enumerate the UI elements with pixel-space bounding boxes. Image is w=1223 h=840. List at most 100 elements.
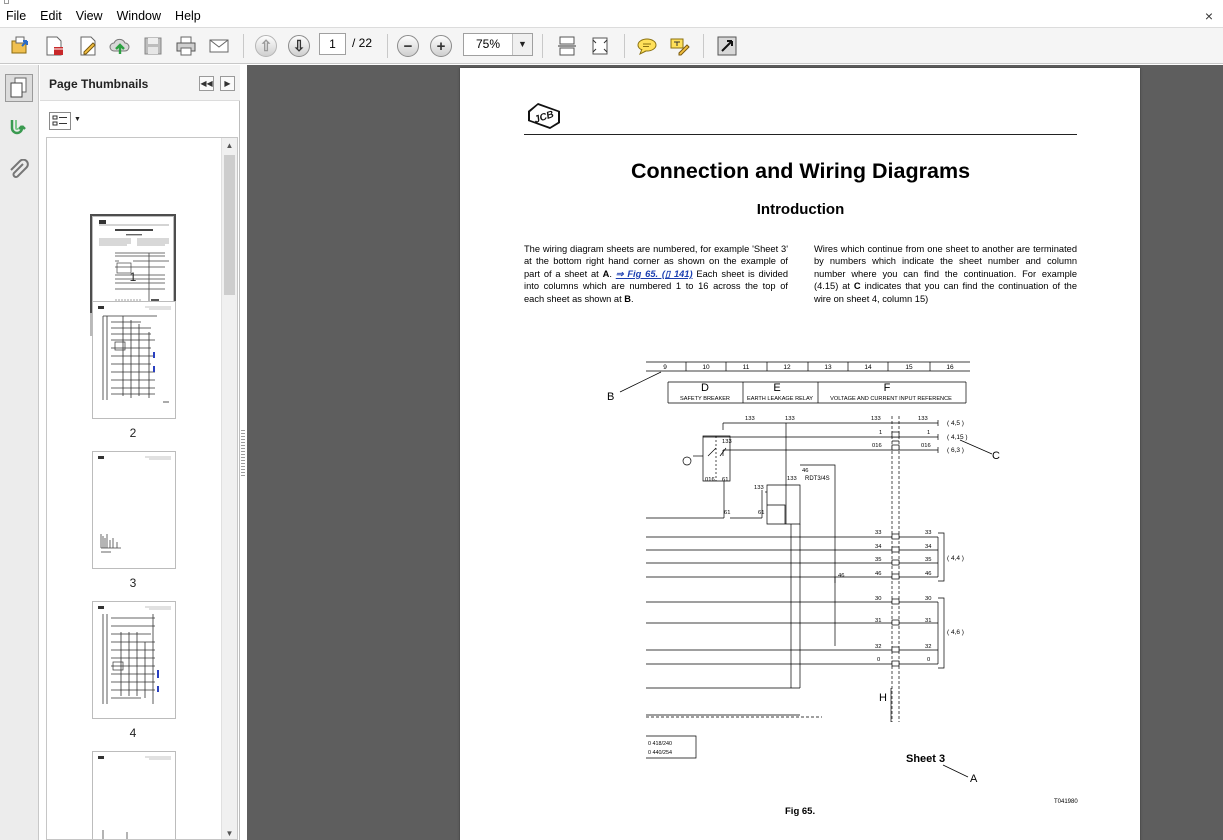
wire-number: 016 bbox=[705, 477, 715, 483]
wire-number: 61 bbox=[722, 477, 728, 483]
callout-c: C bbox=[992, 450, 1000, 462]
thumbnail-list[interactable]: 1 2 3 bbox=[46, 137, 238, 840]
toolbar: ⇧ ⇩ − + bbox=[0, 27, 1223, 64]
wire-number: 31 bbox=[925, 618, 931, 624]
sheet-reference: ( 4,4 ) bbox=[947, 555, 964, 562]
thumbnail-label-3: 3 bbox=[129, 576, 137, 590]
options-caret-icon[interactable]: ▼ bbox=[74, 116, 81, 123]
wire-number: 0 bbox=[877, 657, 880, 663]
section-name: SAFETY BREAKER bbox=[680, 396, 730, 402]
options-list-icon bbox=[52, 115, 67, 126]
attachments-icon[interactable] bbox=[5, 157, 33, 185]
scroll-mode-icon[interactable] bbox=[555, 34, 579, 58]
column-label: 11 bbox=[743, 364, 750, 371]
column-label: 15 bbox=[905, 364, 913, 371]
zoom-out-icon[interactable]: − bbox=[396, 34, 420, 58]
figure-link[interactable]: ⇒ Fig 65. (▯ 141) bbox=[615, 268, 693, 279]
menu-help[interactable]: Help bbox=[175, 9, 201, 23]
bookmarks-icon[interactable] bbox=[5, 114, 33, 142]
para-left-text-a: The wiring diagram sheets are numbered, … bbox=[524, 244, 788, 279]
callout-h: H bbox=[879, 692, 887, 704]
document-title: Connection and Wiring Diagrams bbox=[630, 159, 971, 183]
wire-number: 1 bbox=[879, 430, 882, 436]
thumbnail-page-2[interactable] bbox=[92, 301, 176, 419]
thumbnail-page-1[interactable] bbox=[90, 214, 176, 313]
previous-page-icon[interactable]: ⇧ bbox=[254, 34, 278, 58]
create-pdf-icon[interactable] bbox=[42, 34, 66, 58]
para-right-text-c: indicates that you can find the continua… bbox=[814, 281, 1077, 304]
upload-icon[interactable] bbox=[108, 34, 132, 58]
wire-number: 33 bbox=[925, 530, 931, 536]
scroll-up-icon[interactable]: ▲ bbox=[225, 141, 234, 150]
menu-window[interactable]: Window bbox=[116, 9, 162, 23]
wire-number: 133 bbox=[785, 416, 795, 422]
relay-label: RDT3/4S bbox=[805, 476, 830, 482]
save-icon[interactable] bbox=[141, 34, 165, 58]
menu-view[interactable]: View bbox=[75, 9, 103, 23]
collapse-panel-icon[interactable]: ◀◀ bbox=[199, 76, 214, 91]
page-thumbnails-icon[interactable] bbox=[5, 74, 33, 102]
page-number-input[interactable]: 1 bbox=[319, 33, 346, 55]
menu-edit[interactable]: Edit bbox=[40, 9, 62, 23]
toolbar-separator bbox=[703, 34, 704, 58]
fit-page-icon[interactable] bbox=[588, 34, 612, 58]
thumbnail-options-button[interactable] bbox=[49, 112, 71, 130]
sheet-reference: ( 4,6 ) bbox=[947, 629, 964, 636]
wire-number: 34 bbox=[925, 544, 932, 550]
close-document-icon[interactable]: × bbox=[1204, 8, 1213, 24]
callout-b: B bbox=[607, 391, 614, 403]
sheet-reference: ( 4,15 ) bbox=[947, 434, 968, 441]
wire-number: 016 bbox=[921, 443, 931, 449]
section-letter-f: F bbox=[884, 382, 891, 394]
column-label: 16 bbox=[946, 364, 954, 371]
thumbnail-page-5[interactable] bbox=[92, 751, 176, 839]
panel-resize-handle[interactable] bbox=[241, 430, 245, 478]
wire-number: 61 bbox=[724, 510, 730, 516]
thumbnail-page-3[interactable] bbox=[92, 451, 176, 569]
fullscreen-icon[interactable] bbox=[715, 34, 739, 58]
wiring-diagram-figure: 9 10 11 12 13 14 15 16 D E F SAFETY BREA… bbox=[607, 361, 1000, 785]
wire-number: 0 bbox=[927, 657, 930, 663]
comment-icon[interactable] bbox=[635, 34, 659, 58]
zoom-select[interactable]: 75% ▼ bbox=[463, 33, 533, 56]
section-letter-d: D bbox=[701, 382, 709, 394]
wire-number: 61 bbox=[758, 510, 764, 516]
wire-number: 30 bbox=[875, 596, 881, 602]
thumbnail-scrollbar[interactable]: ▲ ▼ bbox=[221, 138, 237, 839]
print-icon[interactable] bbox=[174, 34, 198, 58]
intro-paragraph-right: Wires which continue from one sheet to a… bbox=[814, 243, 1077, 305]
wire-number: 133 bbox=[787, 476, 797, 482]
para-left-text-c: Each sheet is divided into columns which… bbox=[524, 268, 788, 304]
next-page-icon[interactable]: ⇩ bbox=[287, 34, 311, 58]
thumbnail-label-4: 4 bbox=[129, 726, 137, 740]
toolbar-separator bbox=[542, 34, 543, 58]
wire-number: 31 bbox=[875, 618, 881, 624]
zoom-value[interactable]: 75% bbox=[475, 37, 501, 51]
column-label: 13 bbox=[824, 364, 832, 371]
zoom-in-icon[interactable]: + bbox=[429, 34, 453, 58]
open-icon[interactable] bbox=[8, 34, 32, 58]
navigation-pane-strip bbox=[0, 65, 39, 840]
thumbnail-page-4[interactable] bbox=[92, 601, 176, 719]
email-icon[interactable] bbox=[207, 34, 231, 58]
chevron-down-icon[interactable]: ▼ bbox=[512, 34, 532, 55]
document-viewport[interactable]: JCB Connection and Wiring Diagrams Intro… bbox=[247, 65, 1223, 840]
wire-number: 133 bbox=[754, 485, 764, 491]
legend-line: 0 418/240 bbox=[648, 741, 672, 747]
wire-number: 32 bbox=[875, 644, 881, 650]
thumbnail-label-2: 2 bbox=[129, 426, 137, 440]
thumbnail-label-1: 1 bbox=[129, 270, 137, 284]
wire-number: 33 bbox=[875, 530, 881, 536]
scroll-down-icon[interactable]: ▼ bbox=[225, 829, 234, 838]
highlight-icon[interactable] bbox=[668, 34, 692, 58]
menu-file[interactable]: File bbox=[6, 9, 27, 23]
intro-paragraph-left: The wiring diagram sheets are numbered, … bbox=[524, 244, 788, 304]
document-subtitle: Introduction bbox=[756, 201, 845, 218]
edit-icon[interactable] bbox=[76, 34, 100, 58]
wire-number: 133 bbox=[918, 416, 928, 422]
menu-bar: File Edit View Window Help × bbox=[0, 6, 1223, 26]
expand-panel-icon[interactable]: ▶ bbox=[220, 76, 235, 91]
jcb-logo: JCB bbox=[528, 103, 560, 129]
scrollbar-thumb[interactable] bbox=[224, 155, 235, 295]
